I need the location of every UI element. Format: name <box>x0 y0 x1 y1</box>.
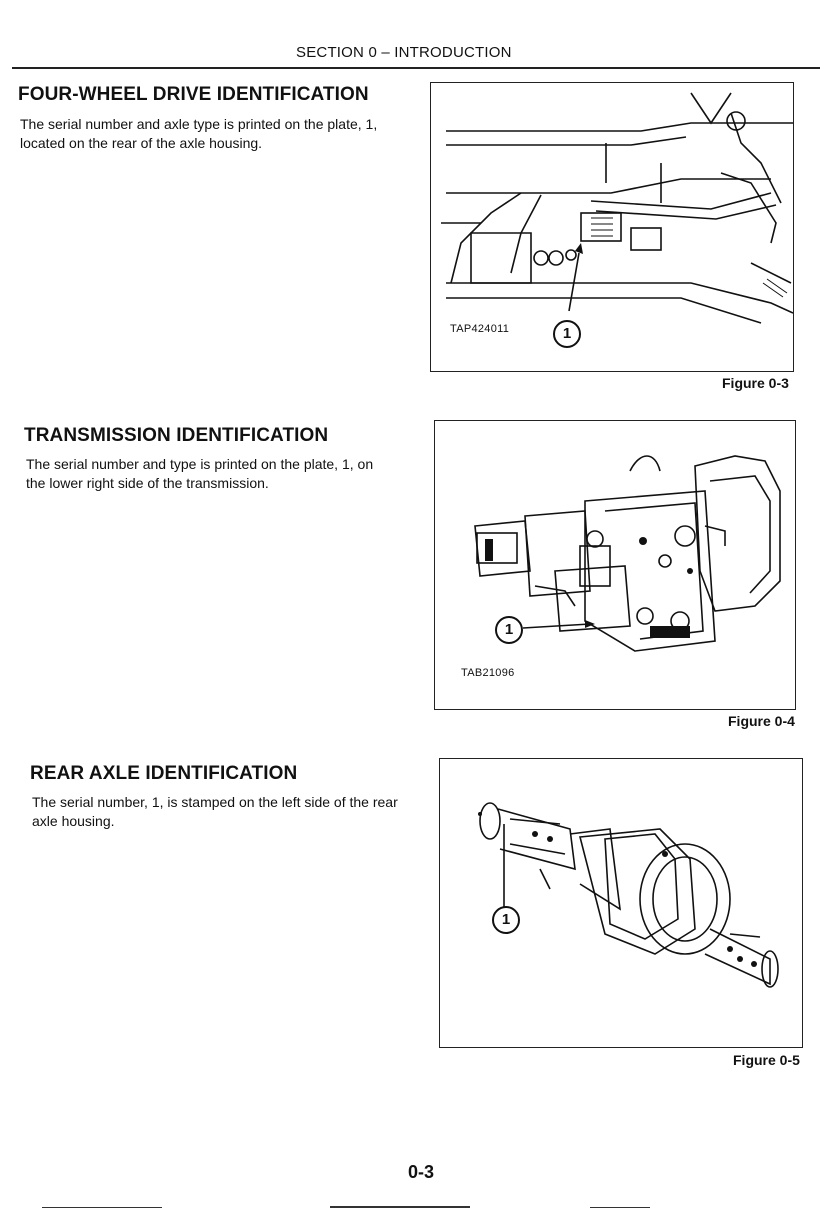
scan-artifact <box>590 1207 650 1208</box>
figure-0-5-photo: 1 <box>439 758 803 1048</box>
section-body: The serial number and axle type is print… <box>20 116 378 151</box>
transmission-illustration <box>474 455 781 652</box>
section-heading: FOUR-WHEEL DRIVE IDENTIFICATION <box>18 84 369 105</box>
header-rule <box>12 67 820 69</box>
figure-caption: Figure 0-5 <box>733 1052 800 1068</box>
figure-tag: TAP424011 <box>450 323 510 335</box>
figure-caption: Figure 0-3 <box>722 375 789 391</box>
scan-artifact <box>42 1207 162 1208</box>
page-number: 0-3 <box>408 1162 435 1182</box>
figure-0-3-photo: TAP424011 1 <box>430 82 794 372</box>
callout-marker: 1 <box>495 616 523 644</box>
callout-marker: 1 <box>553 320 581 348</box>
callout-marker: 1 <box>492 906 520 934</box>
scan-artifact <box>330 1206 470 1208</box>
section-heading: REAR AXLE IDENTIFICATION <box>30 763 298 784</box>
section-title: SECTION 0 – INTRODUCTION <box>296 44 512 61</box>
figure-caption: Figure 0-4 <box>728 713 795 729</box>
section-body: The serial number and type is printed on… <box>26 456 374 491</box>
axle-plate-illustration <box>441 92 793 324</box>
section-body: The serial number, 1, is stamped on the … <box>32 794 398 829</box>
section-heading: TRANSMISSION IDENTIFICATION <box>24 425 329 446</box>
figure-0-4-photo: TAB21096 1 <box>434 420 796 710</box>
rear-axle-illustration <box>478 802 779 988</box>
figure-tag: TAB21096 <box>461 667 515 679</box>
